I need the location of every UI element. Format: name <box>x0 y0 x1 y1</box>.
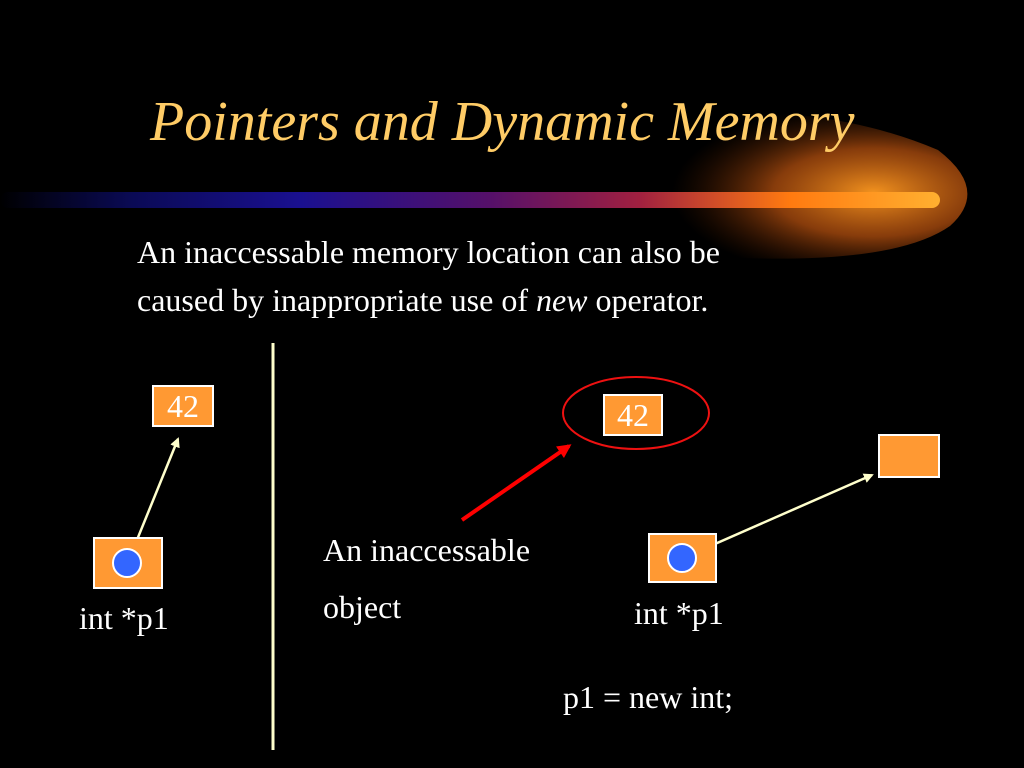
orphan-object-box: 42 <box>603 394 663 436</box>
new-int-box <box>878 434 940 478</box>
code-statement: p1 = new int; <box>563 679 734 715</box>
orphan-highlight-arrow <box>460 444 572 522</box>
left-target-box: 42 <box>152 385 214 427</box>
title-underline-bar <box>0 192 940 208</box>
body-line-1: An inaccessable memory location can also… <box>137 234 720 270</box>
body-line-2-suffix: operator. <box>587 282 709 318</box>
left-pointer-box <box>93 537 163 589</box>
slide-title: Pointers and Dynamic Memory <box>150 91 855 153</box>
body-line-2-prefix: caused by inappropriate use of <box>137 282 536 318</box>
title-glow-shape <box>632 111 968 259</box>
right-pointer-box <box>648 533 717 583</box>
body-line-2: caused by inappropriate use of new opera… <box>137 276 720 324</box>
left-pointer-dot <box>112 548 142 578</box>
orphan-highlight-ellipse <box>562 376 710 450</box>
slide-body-text: An inaccessable memory location can also… <box>137 228 720 324</box>
new-keyword: new <box>535 282 588 318</box>
orphan-caption-line-2: object <box>323 589 402 625</box>
right-pointer-label: int *p1 <box>634 595 724 631</box>
orphan-caption-line-1: An inaccessable <box>323 532 531 568</box>
right-pointer-dot <box>667 543 697 573</box>
left-pointer-label: int *p1 <box>79 600 169 636</box>
